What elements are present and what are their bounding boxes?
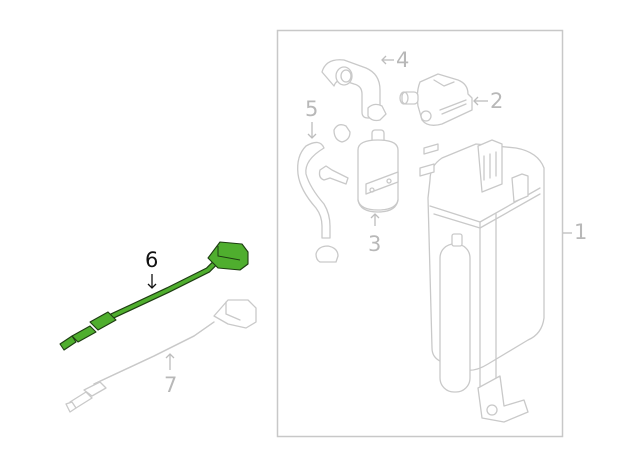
hose-clamp-mid [333, 124, 351, 143]
callout-5[interactable]: 5 [305, 97, 319, 121]
part-4-upper-hose[interactable] [321, 59, 381, 119]
part-1-canister[interactable] [419, 139, 545, 423]
callout-7[interactable]: 7 [164, 373, 178, 397]
part-3-filter[interactable] [357, 129, 399, 213]
callout-2[interactable]: 2 [490, 89, 504, 113]
callout-1[interactable]: 1 [574, 220, 588, 244]
hose-clamp-upper [367, 103, 387, 122]
part-7-oxygen-sensor-rear[interactable] [65, 299, 257, 413]
bolt [318, 165, 349, 185]
part-6-oxygen-sensor-front[interactable] [59, 241, 249, 351]
callout-6[interactable]: 6 [145, 248, 159, 272]
callout-4[interactable]: 4 [396, 48, 410, 72]
part-5-lower-hose[interactable] [297, 141, 331, 239]
part-2-purge-valve[interactable] [399, 73, 473, 126]
assembly-frame [276, 29, 564, 438]
hose-clamp-lower [315, 245, 339, 263]
callout-3[interactable]: 3 [368, 232, 382, 256]
